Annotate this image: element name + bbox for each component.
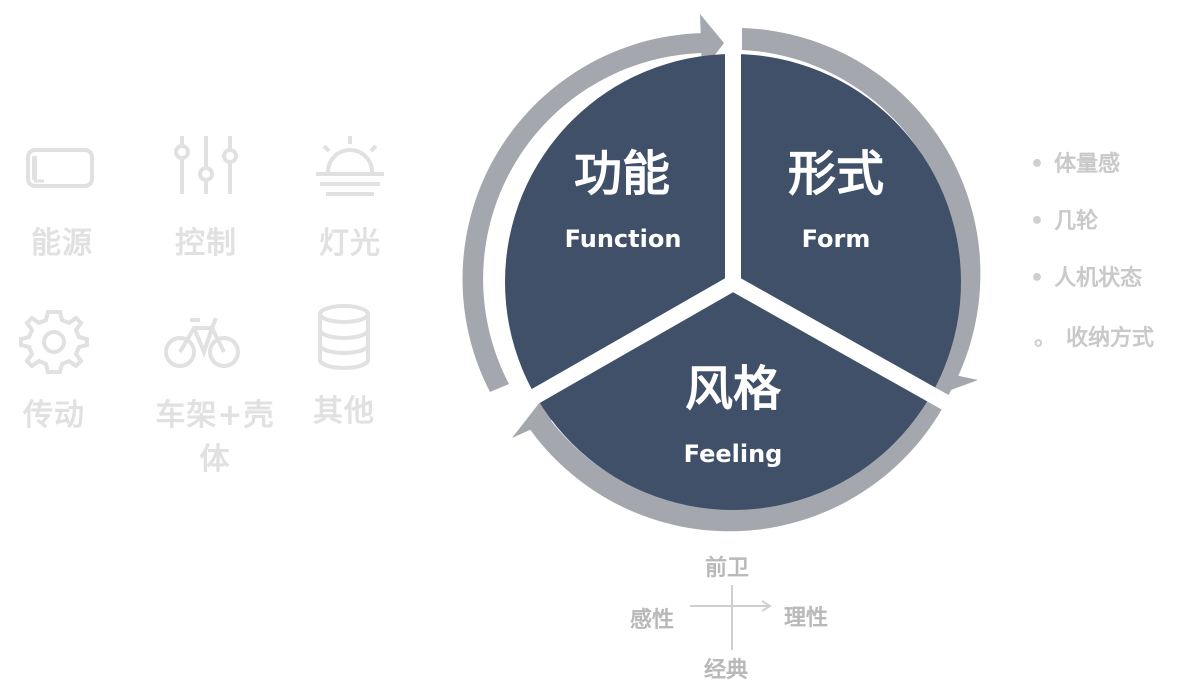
segment-function-title: 功能 [574, 146, 670, 202]
category-label: 传动 [23, 398, 85, 433]
cycle-arrow-top-left [462, 32, 712, 392]
style-axes [690, 585, 772, 650]
segment-dividers [516, 40, 954, 412]
form-item: •人机状态 [1030, 266, 1143, 291]
segment-form-title: 形式 [788, 146, 884, 202]
cycle-arrow-right [742, 28, 981, 401]
form-item: •几轮 [1030, 209, 1099, 234]
form-item: 。收纳方式 [1034, 326, 1155, 351]
bullet-dot: • [1030, 209, 1045, 234]
segment-form-subtitle: Form [802, 225, 871, 253]
arrowhead-left [512, 402, 552, 438]
gear-icon [19, 310, 89, 374]
database-icon [318, 304, 370, 370]
battery-icon [26, 148, 94, 188]
bullet-dot: • [1030, 152, 1045, 177]
axis-label-top: 前卫 [705, 556, 750, 581]
segment-feeling-subtitle: Feeling [684, 440, 783, 468]
cycle-arrow-bottom [529, 397, 942, 532]
sunrise-icon [316, 136, 384, 196]
category-label: 能源 [31, 226, 93, 261]
form-item: •体量感 [1030, 152, 1121, 177]
bullet-dot: • [1030, 266, 1045, 291]
category-label: 灯光 [319, 226, 381, 261]
bullet-dot: 。 [1034, 326, 1057, 351]
segment-feeling-title: 风格 [685, 361, 782, 417]
bicycle-icon [164, 317, 240, 368]
axis-label-left: 感性 [630, 608, 675, 633]
segment-function-subtitle: Function [565, 225, 682, 253]
axis-label-right: 理性 [784, 606, 829, 631]
sliders-icon [174, 136, 238, 194]
axis-label-bottom: 经典 [704, 658, 749, 683]
category-label: 其他 [313, 394, 375, 429]
category-label: 控制 [175, 226, 237, 261]
category-label: 车架+壳体 [155, 398, 275, 477]
